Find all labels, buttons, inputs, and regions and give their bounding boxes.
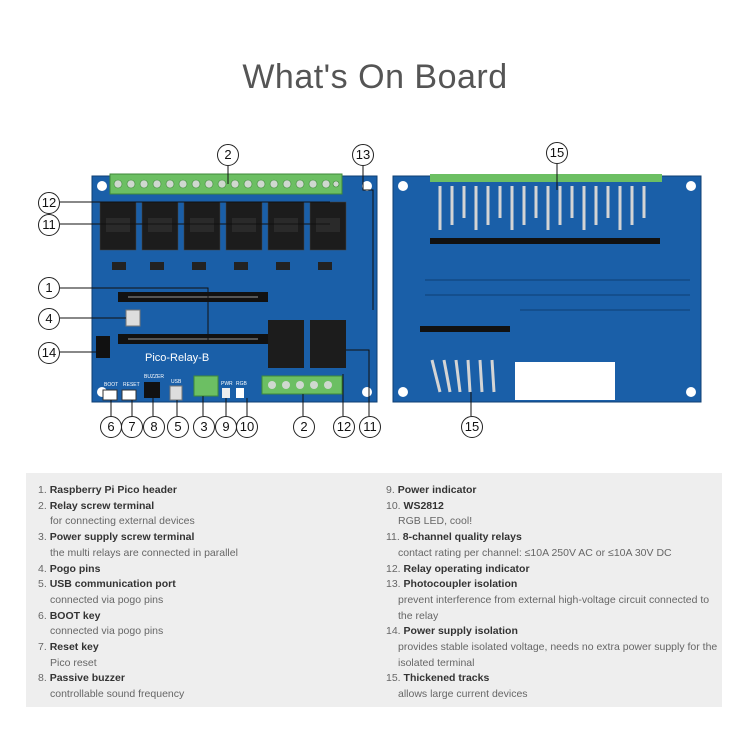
callout-5: 5 bbox=[167, 416, 189, 438]
legend-item: 9. Power indicator bbox=[386, 484, 477, 496]
silk-boot: BOOT bbox=[104, 382, 118, 388]
board-illustration: Pico-Relay-B BOOT RESET BUZZER USB PWR R… bbox=[91, 173, 702, 403]
power-screw-terminal bbox=[193, 375, 219, 397]
callout-8: 8 bbox=[143, 416, 165, 438]
legend-column-left: 1. Raspberry Pi Pico header 2. Relay scr… bbox=[38, 483, 368, 703]
callout-2-top: 2 bbox=[217, 144, 239, 166]
silk-usb: USB bbox=[171, 379, 182, 385]
callout-1: 1 bbox=[38, 277, 60, 299]
callout-7: 7 bbox=[121, 416, 143, 438]
thickened-tracks-top bbox=[438, 186, 646, 230]
callout-4: 4 bbox=[38, 308, 60, 330]
callout-11-left: 11 bbox=[38, 214, 60, 236]
callout-12-bottom: 12 bbox=[333, 416, 355, 438]
power-led bbox=[222, 388, 230, 398]
board-photos: Pico-Relay-B BOOT RESET BUZZER USB PWR R… bbox=[0, 130, 750, 440]
callout-13: 13 bbox=[352, 144, 374, 166]
thickened-tracks-bottom bbox=[430, 359, 496, 393]
legend-item: 4. Pogo pins bbox=[38, 562, 101, 575]
back-board bbox=[392, 174, 702, 403]
callout-3: 3 bbox=[193, 416, 215, 438]
silkscreen-label: Pico-Relay-B bbox=[145, 352, 209, 364]
silk-rgb: RGB bbox=[236, 381, 248, 387]
legend-item: 12. Relay operating indicator bbox=[386, 562, 530, 575]
silk-buzzer: BUZZER bbox=[144, 374, 164, 380]
callout-10: 10 bbox=[236, 416, 258, 438]
callout-11-bottom: 11 bbox=[359, 416, 381, 438]
silk-pwr: PWR bbox=[221, 381, 233, 387]
reset-key[interactable] bbox=[121, 389, 137, 401]
callout-15-bottom: 15 bbox=[461, 416, 483, 438]
relays-lower bbox=[268, 320, 346, 368]
power-isolation-module bbox=[96, 336, 110, 358]
page-title: What's On Board bbox=[242, 58, 508, 96]
callout-14: 14 bbox=[38, 342, 60, 364]
photocouplers bbox=[112, 262, 332, 270]
callout-15-top: 15 bbox=[546, 142, 568, 164]
callout-leader-lines bbox=[60, 164, 558, 416]
buzzer bbox=[144, 382, 160, 398]
callout-2-bottom: 2 bbox=[293, 416, 315, 438]
callout-6: 6 bbox=[100, 416, 122, 438]
callout-12-left: 12 bbox=[38, 192, 60, 214]
front-board: Pico-Relay-B BOOT RESET BUZZER USB PWR R… bbox=[91, 173, 378, 403]
rgb-led bbox=[236, 388, 244, 398]
silk-reset: RESET bbox=[123, 382, 140, 388]
usb-port bbox=[169, 385, 183, 401]
boot-key[interactable] bbox=[102, 389, 118, 401]
legend-panel: 1. Raspberry Pi Pico header 2. Relay scr… bbox=[26, 473, 722, 707]
legend-item: 1. Raspberry Pi Pico header bbox=[38, 484, 177, 496]
